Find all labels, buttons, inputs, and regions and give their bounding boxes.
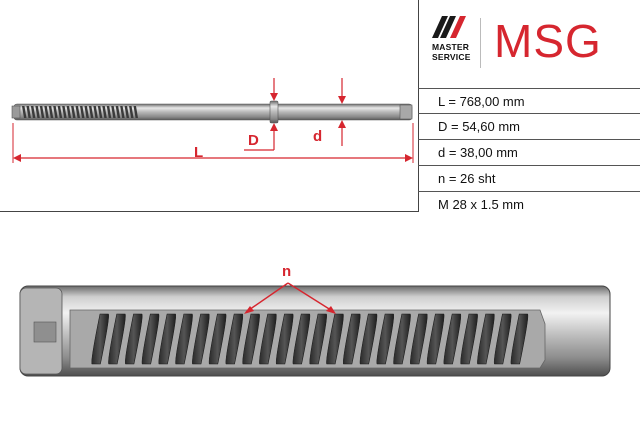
logo-wordmark: MSG bbox=[494, 15, 602, 67]
rack-tooth bbox=[259, 313, 277, 365]
rack-tooth-small bbox=[71, 106, 76, 118]
rack-tooth-small bbox=[88, 106, 94, 118]
rack-tooth bbox=[91, 313, 109, 365]
logo-line-service: SERVICE bbox=[432, 52, 471, 62]
rack-tooth-small bbox=[53, 106, 58, 118]
rack-teeth-small bbox=[22, 106, 138, 118]
master-service-logo-icon bbox=[432, 16, 466, 38]
rack-tooth-small bbox=[39, 106, 45, 118]
spec-row-shaft-diameter: d = 38,00 mm bbox=[418, 140, 640, 166]
rack-tooth bbox=[192, 313, 210, 365]
rack-tooth-small bbox=[48, 106, 54, 118]
rack-tooth bbox=[208, 313, 227, 365]
rack-tooth bbox=[275, 313, 294, 365]
rack-tooth-small bbox=[30, 106, 36, 118]
spec-row-collar-diameter: D = 54,60 mm bbox=[418, 114, 640, 140]
shaft-end-right bbox=[399, 104, 413, 120]
spec-thread: M 28 x 1.5 mm bbox=[438, 197, 524, 212]
rack-tooth bbox=[426, 313, 445, 365]
rack-tooth bbox=[141, 313, 160, 365]
rack-tooth-small bbox=[57, 106, 63, 118]
spec-shaft-diameter: d = 38,00 mm bbox=[438, 145, 518, 160]
rack-tooth bbox=[158, 313, 177, 365]
rack-tooth-small bbox=[133, 106, 138, 118]
rack-tooth bbox=[326, 313, 344, 365]
rack-tooth-small bbox=[111, 106, 116, 118]
rack-tooth bbox=[359, 313, 378, 365]
rack-shaft-drawing bbox=[11, 78, 414, 163]
rack-tooth bbox=[393, 313, 411, 365]
brand-logo: MASTER SERVICE MSG bbox=[420, 0, 640, 86]
rack-tooth bbox=[225, 313, 244, 365]
rack-tooth-small bbox=[102, 106, 107, 118]
spec-row-tooth-count: n = 26 sht bbox=[418, 166, 640, 192]
spec-tooth-count: n = 26 sht bbox=[438, 171, 496, 186]
rack-tooth-small bbox=[115, 106, 121, 118]
logo-line-master: MASTER bbox=[432, 42, 470, 52]
rack-tooth bbox=[460, 313, 478, 365]
rack-tooth bbox=[124, 313, 143, 365]
logo-separator bbox=[480, 18, 481, 68]
rack-tooth bbox=[108, 313, 126, 365]
spec-collar-diameter: D = 54,60 mm bbox=[438, 119, 521, 134]
rack-tooth bbox=[410, 313, 428, 365]
rack-tooth-small bbox=[106, 106, 112, 118]
rack-tooth bbox=[309, 313, 327, 365]
rack-tooth-small bbox=[84, 106, 89, 118]
rack-tooth-small bbox=[93, 106, 98, 118]
rack-tooth-small bbox=[120, 106, 125, 118]
rack-tooth-small bbox=[62, 106, 67, 118]
rack-tooth bbox=[342, 313, 361, 365]
rack-tooth-small bbox=[35, 106, 40, 118]
dimension-label-n: n bbox=[282, 263, 292, 280]
spec-length: L = 768,00 mm bbox=[438, 94, 525, 109]
dimension-label-L: L bbox=[194, 144, 204, 161]
rack-tooth-small bbox=[26, 106, 31, 118]
rack-tooth bbox=[493, 313, 512, 365]
rack-tooth-small bbox=[44, 106, 49, 118]
rack-tooth bbox=[477, 313, 495, 365]
shaft-end-left bbox=[11, 105, 21, 119]
rack-tooth-small bbox=[129, 106, 134, 118]
rack-tooth-small bbox=[124, 106, 130, 118]
spec-row-thread: M 28 x 1.5 mm bbox=[418, 192, 640, 218]
rack-tooth bbox=[443, 313, 462, 365]
rack-tooth bbox=[292, 313, 311, 365]
table-divider-horizontal bbox=[0, 211, 418, 212]
rack-tooth-small bbox=[66, 106, 72, 118]
spec-row-length: L = 768,00 mm bbox=[418, 88, 640, 114]
rack-tooth-small bbox=[75, 106, 80, 118]
rack-tooth-small bbox=[22, 106, 27, 118]
rack-tooth bbox=[175, 313, 193, 365]
rack-tooth-small bbox=[97, 106, 103, 118]
table-divider-vertical bbox=[418, 0, 419, 212]
rack-tooth bbox=[242, 313, 260, 365]
rack-tooth bbox=[510, 313, 529, 365]
shaft-collar bbox=[269, 100, 279, 124]
dimension-label-D: D bbox=[248, 132, 259, 149]
rack-tooth bbox=[376, 313, 395, 365]
dimension-label-d: d bbox=[313, 128, 323, 145]
rack-tooth-small bbox=[80, 106, 85, 118]
